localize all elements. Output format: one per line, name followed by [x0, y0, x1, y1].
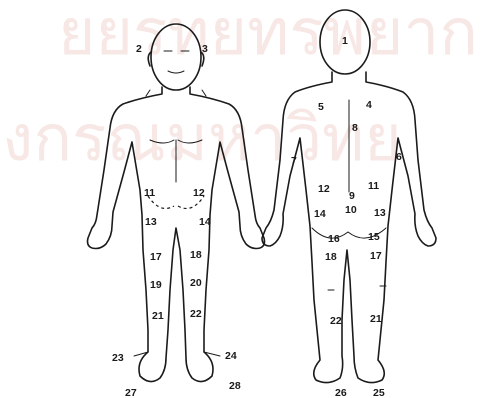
back-region-7: 7	[291, 155, 297, 167]
back-region-10: 10	[345, 204, 357, 216]
front-region-23: 23	[112, 352, 124, 364]
back-region-22: 22	[330, 315, 342, 327]
back-region-21: 21	[370, 313, 382, 325]
back-region-25: 25	[373, 387, 385, 398]
back-calf-marks	[328, 286, 386, 290]
back-region-18: 18	[325, 251, 337, 263]
front-region-22: 22	[190, 308, 202, 320]
back-region-13: 13	[374, 207, 386, 219]
front-region-11: 11	[144, 187, 155, 199]
front-region-12: 12	[193, 187, 205, 199]
back-region-16: 16	[328, 233, 340, 245]
front-region-19: 19	[150, 279, 162, 291]
back-region-11: 11	[368, 180, 379, 192]
front-region-20: 20	[190, 277, 202, 289]
front-region-2: 2	[136, 43, 142, 55]
back-region-labels: 1 5 4 8 7 6 12 9 11 14 10 13 16 15 18 17…	[291, 35, 402, 398]
back-region-9: 9	[349, 190, 355, 202]
front-region-13: 13	[145, 216, 157, 228]
front-mouth	[168, 71, 184, 73]
back-region-4: 4	[366, 99, 372, 111]
front-region-3: 3	[202, 43, 208, 55]
front-region-21: 21	[152, 310, 164, 322]
front-region-24: 24	[225, 350, 237, 362]
front-region-27: 27	[125, 387, 137, 398]
back-region-15: 15	[368, 231, 380, 243]
back-region-12: 12	[318, 183, 330, 195]
back-region-5: 5	[318, 101, 324, 113]
front-region-labels: 2 3 11 12 13 14 17 18 19 20 21 22 23 24 …	[112, 43, 241, 398]
watermark-line-1: ยยรทยทรพยาก	[58, 0, 478, 70]
back-region-14: 14	[314, 208, 326, 220]
watermark-line-2: งกรณมหาวิทย	[2, 102, 402, 176]
front-region-14: 14	[199, 216, 211, 228]
front-region-18: 18	[190, 249, 202, 261]
back-region-6: 6	[396, 151, 402, 163]
back-region-1: 1	[342, 35, 348, 47]
back-region-17: 17	[370, 250, 382, 262]
front-body-figure	[88, 24, 265, 382]
back-region-26: 26	[335, 387, 347, 398]
front-region-28: 28	[229, 380, 241, 392]
back-region-8: 8	[352, 122, 358, 134]
front-region-17: 17	[150, 251, 162, 263]
